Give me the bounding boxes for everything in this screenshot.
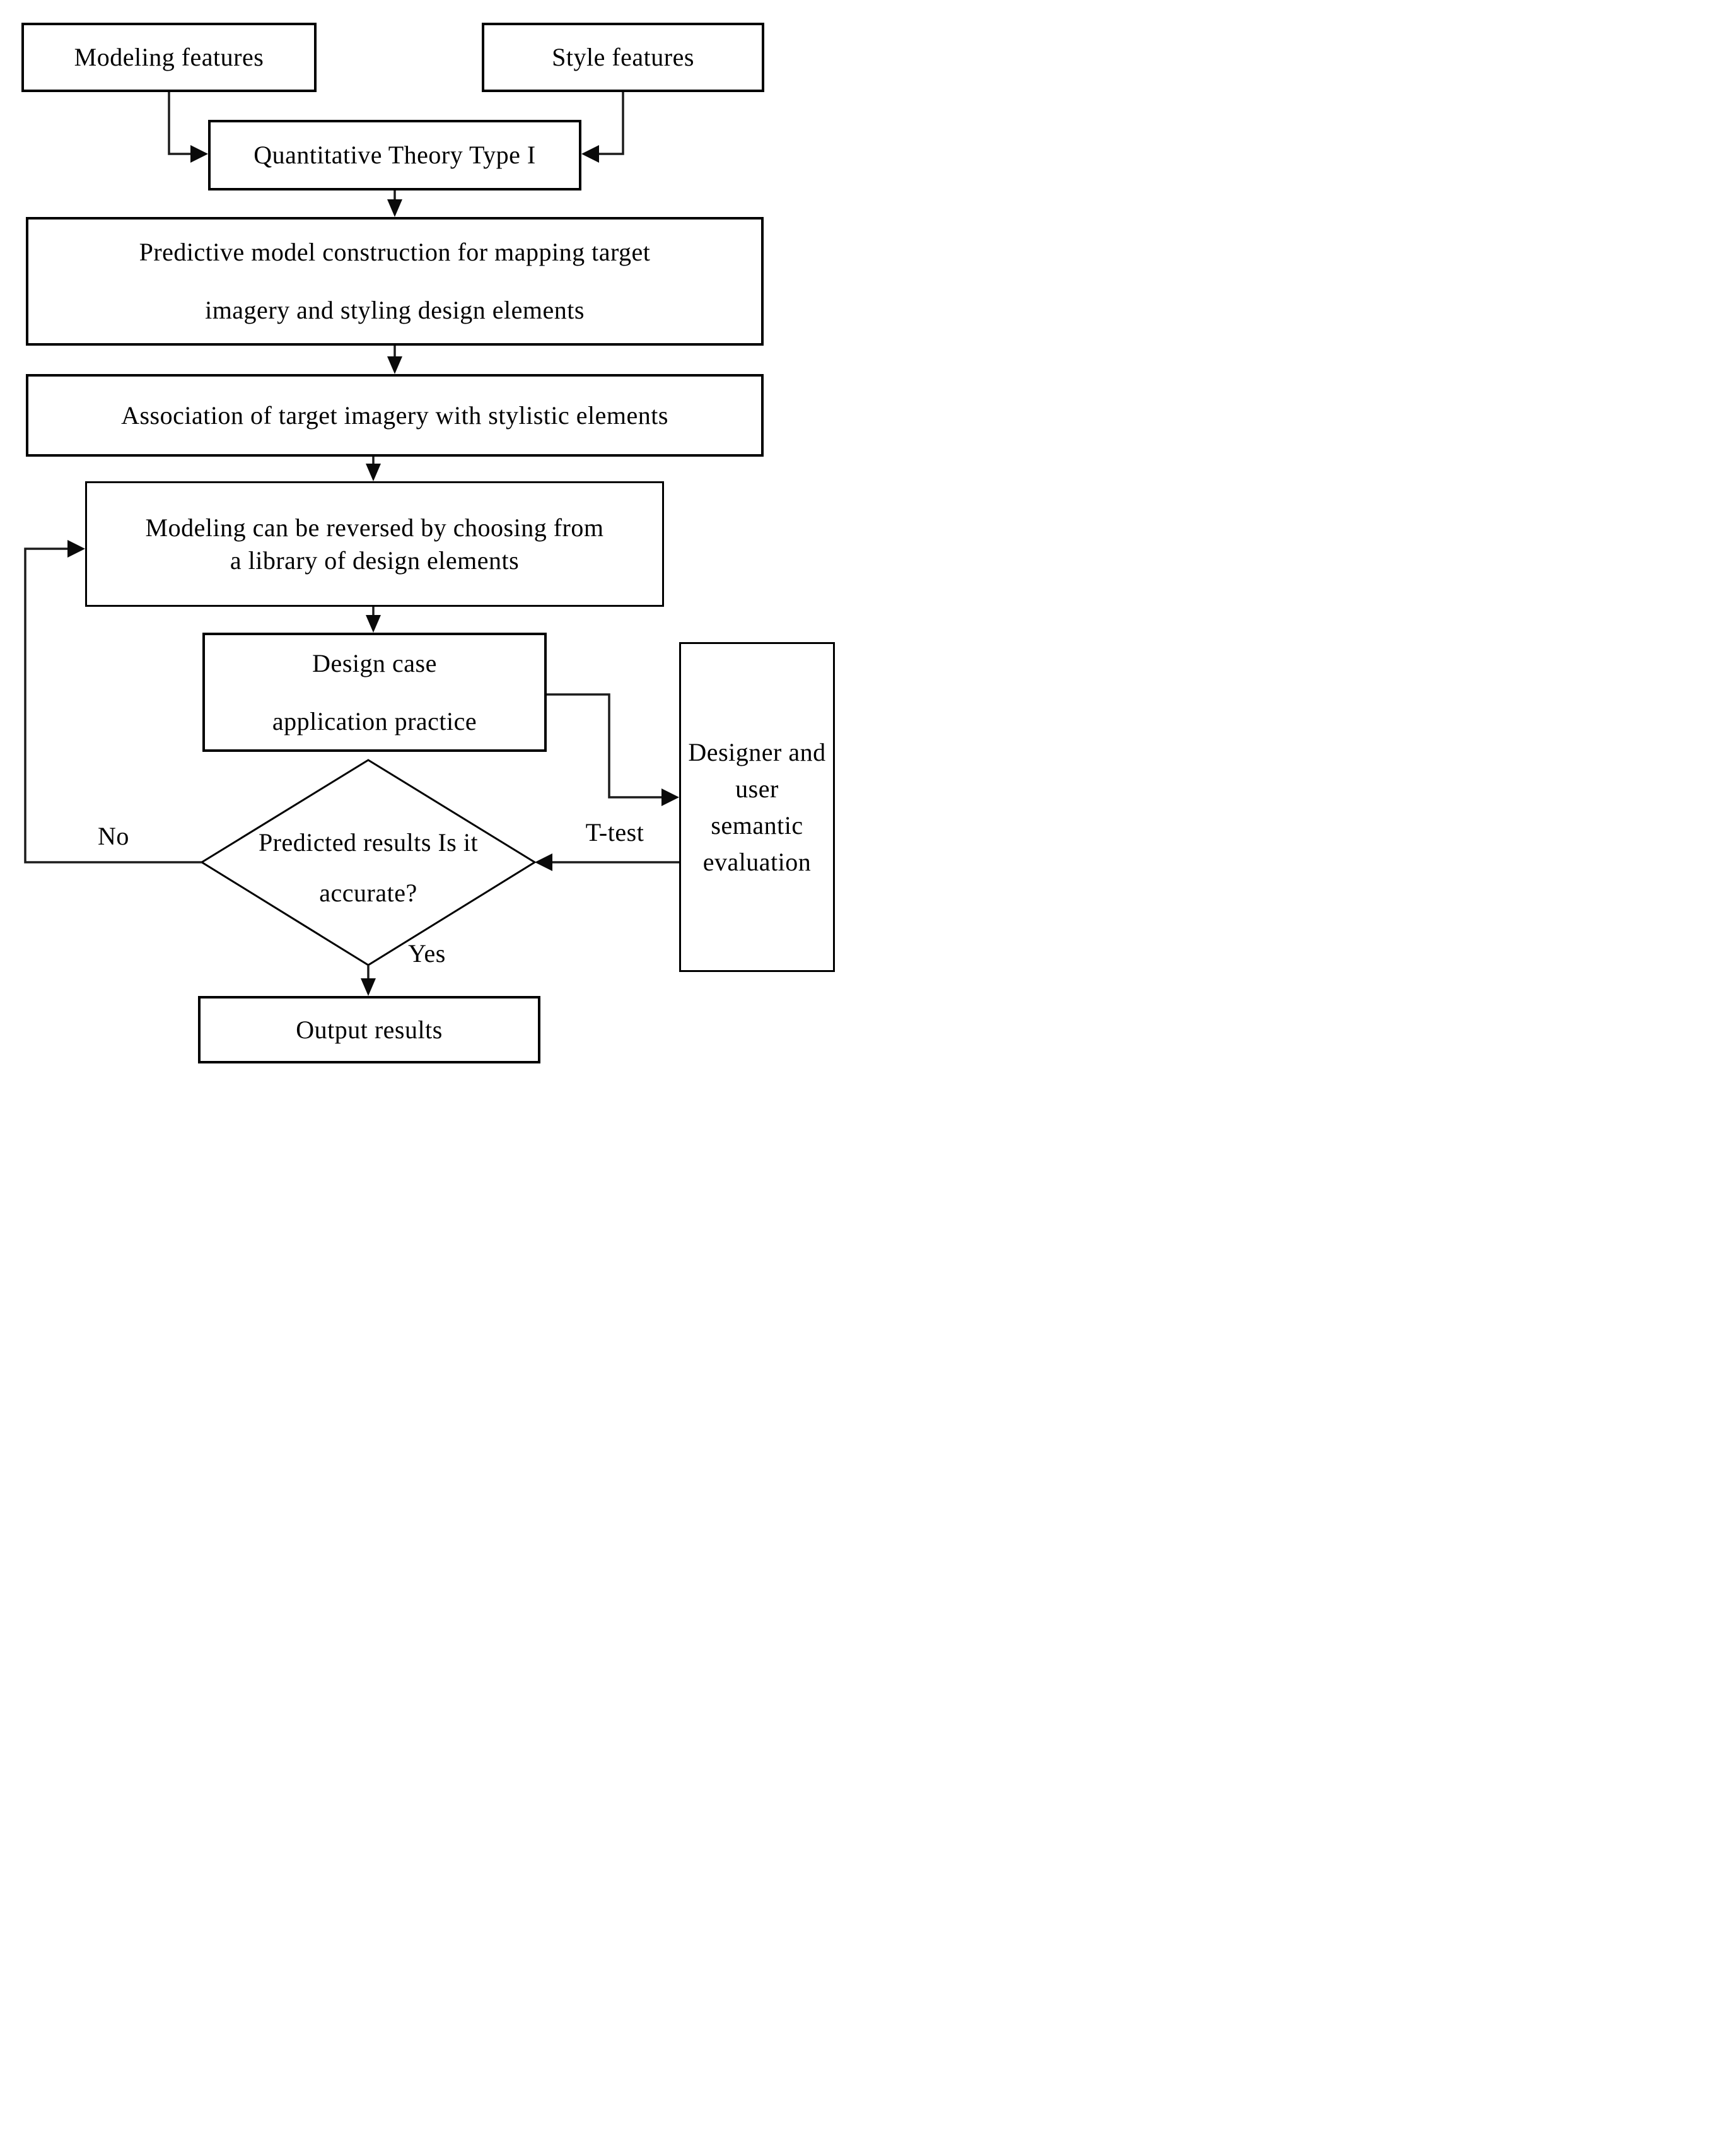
edge-decision-no-loop <box>24 547 202 864</box>
node-association: Association of target imagery with styli… <box>26 374 764 457</box>
node-predictive-model-line2: imagery and styling design elements <box>205 296 585 324</box>
arrowhead-into-output <box>361 978 376 996</box>
node-design-case: Design case application practice <box>202 633 547 752</box>
node-designer-evaluation-label: Designer and user semantic evaluation <box>688 737 826 876</box>
edge-label-t-test: T-test <box>585 818 644 846</box>
arrowhead-into-association <box>387 356 402 374</box>
arrowhead-into-quantitative-right <box>581 145 599 163</box>
node-quantitative-theory-label: Quantitative Theory Type I <box>253 141 536 169</box>
flowchart-canvas: Modeling features Style features Quantit… <box>0 0 868 1074</box>
decision-diamond-text: Predicted results Is it accurate? <box>230 817 507 918</box>
node-predictive-model: Predictive model construction for mappin… <box>26 217 764 346</box>
node-modeling-features: Modeling features <box>21 23 317 92</box>
edge-label-no: No <box>98 822 129 850</box>
arrowhead-into-decision-right <box>535 853 552 871</box>
decision-line1: Predicted results <box>258 828 431 857</box>
arrowhead-into-quantitative-left <box>190 145 208 163</box>
node-design-case-line2: application practice <box>272 706 477 735</box>
decision-line2: Is it accurate? <box>319 828 479 907</box>
node-modeling-reversed: Modeling can be reversed by choosing fro… <box>85 481 664 607</box>
edge-designcase-to-designer <box>547 693 664 799</box>
node-modeling-features-label: Modeling features <box>74 43 264 71</box>
node-output-results: Output results <box>198 996 540 1063</box>
node-output-results-label: Output results <box>296 1015 443 1044</box>
edge-label-yes: Yes <box>408 939 446 968</box>
node-design-case-line1: Design case <box>312 648 437 677</box>
arrowhead-into-designcase <box>366 615 381 633</box>
arrowhead-into-predictive <box>387 199 402 217</box>
edge-style-to-quantitative <box>597 92 624 155</box>
node-designer-evaluation: Designer and user semantic evaluation <box>679 642 835 972</box>
arrowhead-into-reversed-left <box>67 540 85 558</box>
edge-modeling-to-quantitative <box>168 92 193 155</box>
node-modeling-reversed-line1: Modeling can be reversed by choosing fro… <box>145 513 604 542</box>
node-association-label: Association of target imagery with styli… <box>121 401 668 430</box>
node-modeling-reversed-line2: a library of design elements <box>230 546 520 575</box>
arrowhead-into-designer <box>661 788 679 806</box>
connector-layer <box>24 92 679 996</box>
node-style-features: Style features <box>482 23 764 92</box>
node-style-features-label: Style features <box>552 43 694 71</box>
node-predictive-model-line1: Predictive model construction for mappin… <box>139 238 651 266</box>
node-quantitative-theory: Quantitative Theory Type I <box>208 120 581 190</box>
arrowhead-into-reversed-top <box>366 464 381 481</box>
